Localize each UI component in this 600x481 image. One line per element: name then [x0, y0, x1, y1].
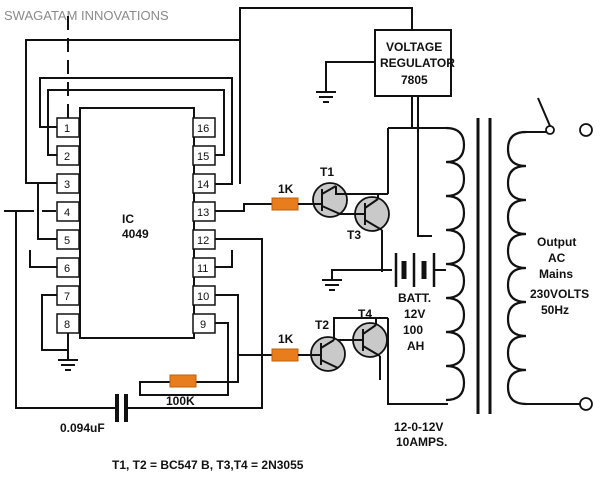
wire-regulator-centertap	[417, 96, 432, 237]
resistor-100k	[169, 374, 197, 388]
wire-pin3-supply	[25, 39, 241, 184]
wire-pin11	[215, 250, 233, 268]
ground-symbol-ic	[58, 359, 78, 371]
pin-5-label: 5	[64, 235, 70, 247]
pin-4-label: 4	[64, 207, 70, 219]
wire-pin10	[196, 294, 239, 383]
pin-3-label: 3	[64, 179, 70, 191]
ic-body	[79, 107, 195, 339]
wire-regulator-gnd	[325, 61, 375, 92]
battery-line4: AH	[407, 339, 424, 353]
pin-15-label: 15	[197, 151, 209, 163]
pin-16-box	[192, 117, 216, 138]
transformer-primary-coil	[445, 126, 466, 402]
ic-wiring	[4, 10, 272, 409]
output-line5: 50Hz	[541, 303, 569, 317]
transistor-t2	[310, 336, 346, 372]
transistor-t3-label: T3	[347, 228, 361, 242]
wire-capacitor-right	[132, 238, 263, 409]
transistor-t3	[340, 196, 390, 232]
wire-pin9	[139, 322, 229, 396]
wire-t2-t4-collector	[333, 317, 388, 340]
wire-pin3-pin5	[37, 183, 57, 240]
battery-line2: 12V	[404, 307, 425, 321]
capacitor-symbol	[108, 394, 132, 422]
pin-6-label: 6	[64, 263, 70, 275]
resistor-1k-bottom	[271, 348, 299, 362]
ic-part-label: 4049	[122, 227, 149, 241]
wire-pin6	[29, 250, 57, 268]
pin-11-label: 11	[197, 263, 208, 275]
transformer-symbol	[387, 118, 527, 414]
wire-pin2-pin15	[47, 89, 225, 156]
wire-t1-t3-collector	[335, 186, 388, 199]
pin-12-label: 12	[197, 235, 209, 247]
ic-4049: IC 4049 1 2 3 4 5 6 7 8 16 15	[56, 107, 216, 339]
regulator-line1: VOLTAGE	[386, 40, 442, 54]
battery-line1: BATT.	[398, 291, 431, 305]
regulator-line2: REGULATOR	[380, 56, 455, 70]
output-line2: AC	[548, 251, 566, 265]
pin-1-label: 1	[64, 123, 70, 135]
transformer-secondary-coil	[506, 130, 527, 406]
wire-pin13-1k	[215, 203, 272, 212]
output-line4: 230VOLTS	[530, 287, 589, 301]
output-switch	[526, 97, 593, 411]
pin-7-label: 7	[64, 291, 70, 303]
pin-13-label: 13	[197, 207, 209, 219]
regulator-line3: 7805	[401, 73, 428, 87]
wire-battery-gnd	[331, 269, 352, 280]
pin-9-label: 9	[200, 319, 206, 331]
battery-symbol	[352, 253, 446, 287]
resistor-1k-top-label: 1K	[278, 182, 294, 196]
ic-right-pins: 16 15 14 13 12 11 10 9	[192, 117, 216, 334]
watermark-text: SWAGATAM INNOVATIONS	[4, 8, 169, 23]
ground-icon-battery	[322, 279, 342, 291]
pin-10-label: 10	[197, 291, 209, 303]
transformer-line2: 10AMPS.	[396, 435, 447, 449]
ic-left-pins: 1 2 3 4 5 6 7 8	[56, 117, 80, 334]
output-terminal-bottom	[579, 397, 593, 411]
resistor-1k-bottom-label: 1K	[278, 332, 294, 346]
pin-4-box	[56, 201, 80, 222]
wire-regulator-out	[239, 7, 413, 40]
pin-16-label: 16	[197, 123, 209, 135]
footnote-text: T1, T2 = BC547 B, T3,T4 = 2N3055	[112, 458, 304, 472]
resistor-100k-label: 100K	[166, 394, 195, 408]
pin-2-label: 2	[64, 151, 70, 163]
battery-line3: 100	[403, 323, 423, 337]
wire-pin1-pin14	[39, 77, 233, 185]
ic-name-label: IC	[122, 212, 134, 226]
transistor-t2-label: T2	[315, 318, 329, 332]
transistor-t1-body	[312, 182, 348, 218]
transistor-t1	[312, 182, 348, 218]
output-terminal-top	[579, 123, 593, 137]
wire-capacitor-left	[15, 211, 108, 409]
output-line3: Mains	[539, 267, 573, 281]
pin-8-label: 8	[64, 319, 70, 331]
transistor-t2-body	[310, 336, 346, 372]
ground-icon-regulator	[316, 91, 336, 103]
transistor-t1-label: T1	[320, 165, 334, 179]
switch-lever	[537, 97, 551, 127]
wire-pin7-pin8	[41, 294, 69, 351]
wire-primary-bottom	[387, 318, 448, 405]
ground-icon	[58, 359, 78, 371]
resistor-1k-top	[271, 197, 299, 211]
capacitor-value-label: 0.094uF	[60, 421, 105, 435]
pin-14-label: 14	[197, 179, 209, 191]
output-line1: Output	[537, 235, 576, 249]
transformer-line1: 12-0-12V	[394, 420, 443, 434]
